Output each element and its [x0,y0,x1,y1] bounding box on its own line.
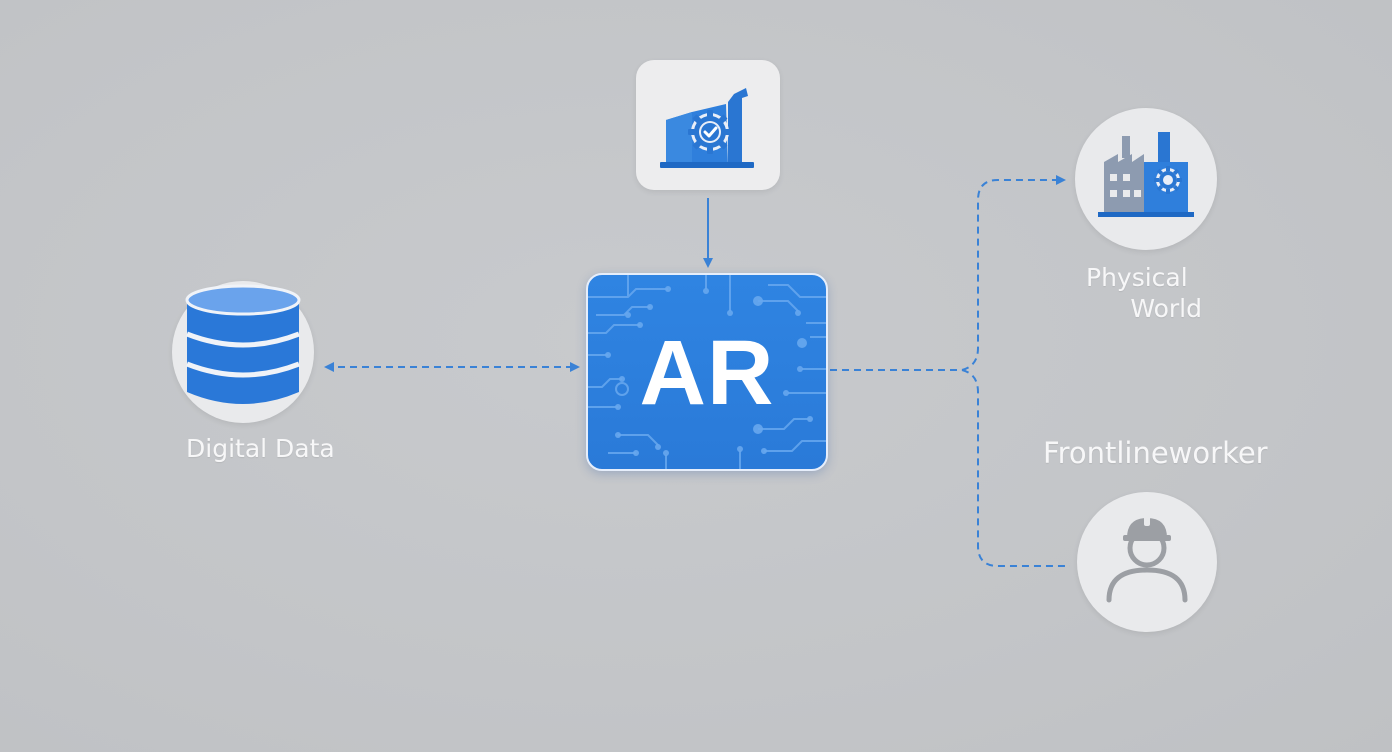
physical-world-label-line2: World [1130,294,1202,323]
factory-gear-icon [1098,132,1194,217]
worker-hardhat-icon [1106,516,1188,603]
factory-gear-check-icon [660,88,754,168]
digital-data-label: Digital Data [186,434,335,463]
physical-world-label-line1: Physical [1086,263,1188,292]
frontline-worker-label: Frontlineworker [1043,436,1268,470]
circuit-pattern [588,275,826,469]
factory-node [636,60,780,190]
line-branch-to-worker [961,369,1070,567]
frontline-worker-node [1077,492,1217,632]
arrow-branch-to-physical [961,175,1066,371]
ar-hub: AR [586,273,828,471]
ar-label: AR [639,322,775,424]
physical-world-label: Physical World [1086,262,1202,324]
database-icon [185,284,301,404]
